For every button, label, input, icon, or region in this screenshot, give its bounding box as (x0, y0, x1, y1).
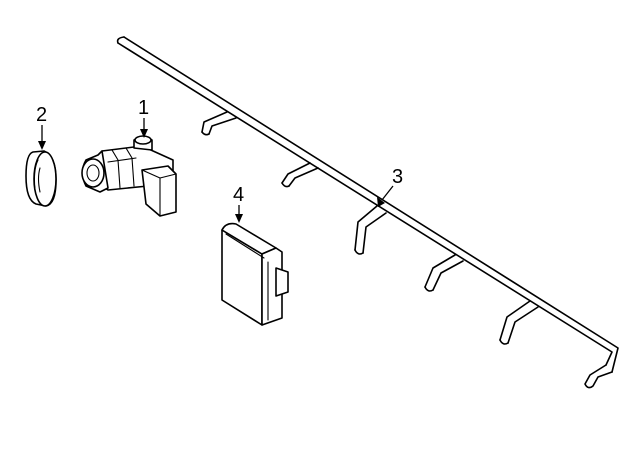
wiring-harness-part-3 (116, 36, 619, 389)
control-module-part-4 (221, 222, 289, 326)
parking-sensor-part-1 (81, 135, 177, 217)
retaining-ring-part-2 (25, 150, 57, 207)
callout-leaders (38, 118, 394, 223)
callout-label-2: 2 (36, 104, 47, 126)
callout-label-3: 3 (392, 166, 403, 188)
callout-label-4: 4 (233, 184, 244, 206)
callout-label-1: 1 (138, 97, 149, 119)
